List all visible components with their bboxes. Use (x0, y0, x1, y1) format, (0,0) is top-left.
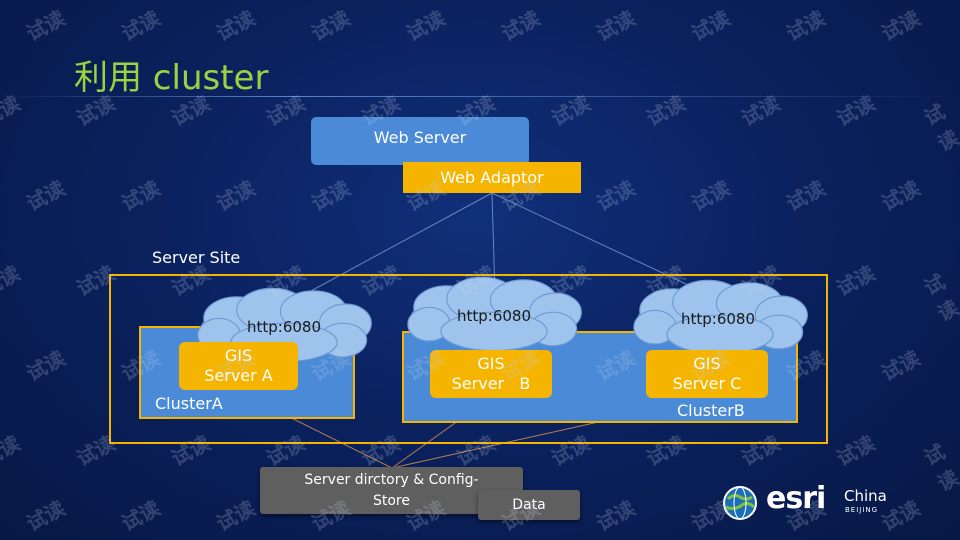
connector-adaptor-to-cloud-a (284, 192, 493, 306)
logo-esri-text: esri (766, 481, 826, 516)
store-line1: Server dirctory & Config- (304, 472, 479, 489)
web-adaptor-box: Web Adaptor (403, 162, 581, 193)
title-divider (0, 96, 960, 97)
gis-server-a-line1: GIS (224, 346, 253, 365)
gis-server-c-line2: Server C (672, 374, 742, 393)
gis-server-b-line2: Server B (451, 374, 531, 393)
gis-server-c: GIS Server C (646, 350, 768, 398)
cloud-c-label: http:6080 (680, 310, 756, 328)
slide-title: 利用 cluster (74, 58, 269, 98)
logo-china-text: China (844, 487, 887, 505)
store-line2: Store (372, 492, 410, 509)
gis-server-a-line2: Server A (204, 366, 273, 385)
server-site-label: Server Site (152, 248, 241, 267)
gis-server-b: GIS Server B (430, 350, 552, 398)
server-site-frame (109, 274, 828, 444)
gis-server-b-line1: GIS (477, 354, 505, 373)
cluster-a-label: ClusterA (155, 394, 223, 413)
cloud-b-label: http:6080 (456, 307, 532, 325)
cloud-a-label: http:6080 (246, 318, 322, 336)
globe-icon (723, 486, 757, 520)
gis-server-a: GIS Server A (179, 342, 298, 390)
gis-server-c-line1: GIS (693, 354, 721, 373)
esri-china-logo: esri China BEIJING (718, 481, 918, 525)
connector-adaptor-to-cloud-b (491, 192, 496, 296)
cluster-b-label: ClusterB (677, 401, 745, 420)
web-server-box: Web Server (311, 117, 529, 165)
logo-beijing-text: BEIJING (845, 506, 879, 514)
data-box: Data (478, 490, 580, 520)
connector-adaptor-to-cloud-c (491, 192, 721, 301)
